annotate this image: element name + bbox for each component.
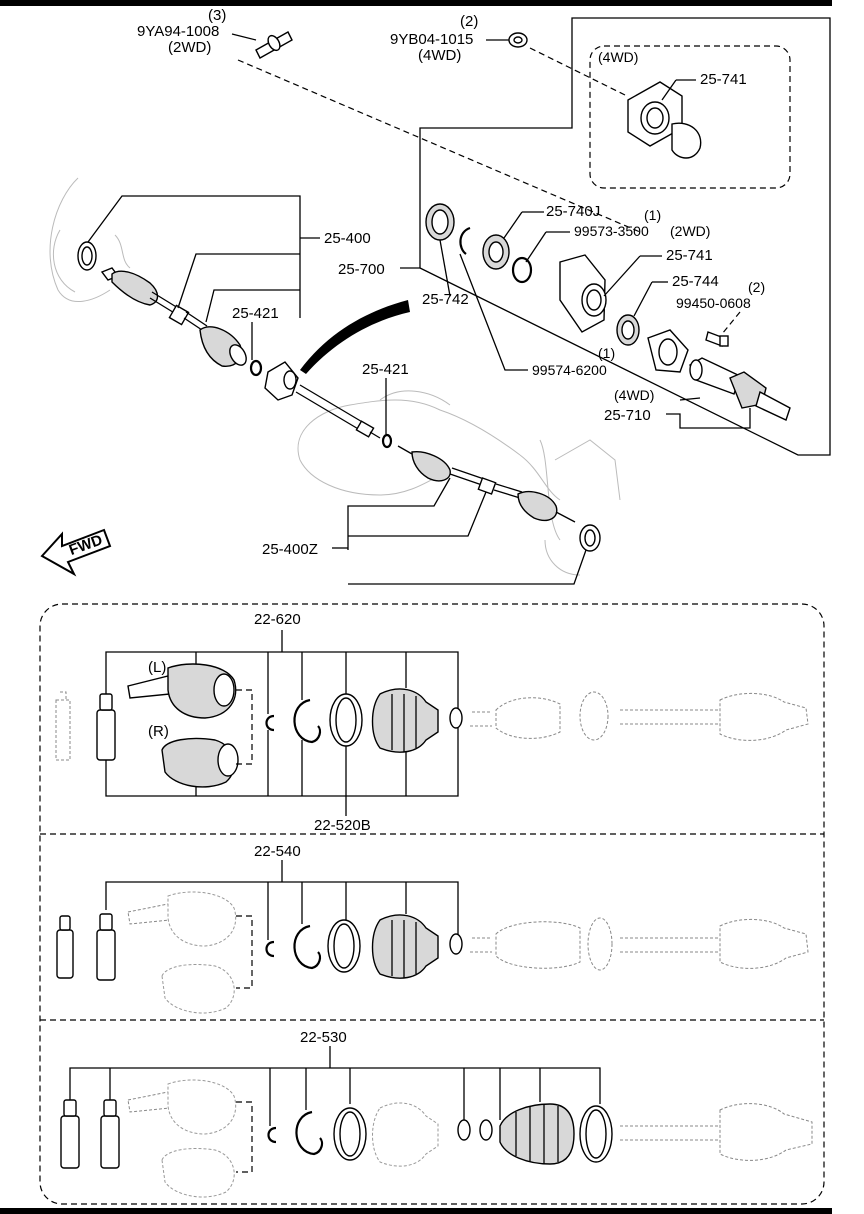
label-qty-1a: (1) bbox=[644, 207, 661, 223]
label-22-620: 22-620 bbox=[254, 611, 301, 628]
reference-dashed-line bbox=[237, 59, 641, 233]
label-side-l: (L) bbox=[148, 659, 166, 676]
top-leader-lines bbox=[87, 33, 751, 585]
label-25-421-a: 25-421 bbox=[232, 305, 279, 322]
bearing-25-740j bbox=[482, 234, 510, 270]
kit-panel-dashed bbox=[39, 603, 825, 1205]
fwd-arrow-icon: FWD bbox=[40, 528, 112, 577]
top-border bbox=[0, 0, 832, 6]
label-25-400z: 25-400Z bbox=[262, 541, 318, 558]
label-9yb04-1015: 9YB04-1015 bbox=[390, 31, 473, 48]
label-25-741: 25-741 bbox=[666, 247, 713, 264]
label-qty-2a: (2) bbox=[460, 13, 478, 30]
label-22-520b: 22-520B bbox=[314, 817, 371, 834]
bracket-25-741 bbox=[559, 254, 607, 333]
kit-22-540 bbox=[56, 860, 809, 1014]
label-2wd-b: (2WD) bbox=[670, 223, 710, 239]
label-22-530: 22-530 bbox=[300, 1029, 347, 1046]
direction-arrow bbox=[300, 300, 410, 374]
bolt-99450 bbox=[705, 331, 729, 347]
kit-22-620-labels: 22-620 (L) (R) 22-520B bbox=[148, 611, 371, 834]
kit-22-530 bbox=[60, 1046, 813, 1198]
label-25-421-b: 25-421 bbox=[362, 361, 409, 378]
inset-4wd-dashed bbox=[589, 45, 791, 189]
circlip-25-421-b bbox=[381, 433, 393, 449]
seal-25-742 bbox=[425, 203, 455, 241]
label-qty-1b: (1) bbox=[598, 345, 615, 361]
group-25-700-outline bbox=[419, 17, 831, 456]
seal-25-744 bbox=[616, 314, 640, 346]
snap-ring-99574 bbox=[459, 226, 471, 255]
label-25-710: 25-710 bbox=[604, 407, 651, 424]
label-4wd-box: (4WD) bbox=[598, 49, 638, 65]
circlip-25-421-a bbox=[249, 359, 263, 377]
label-99574-6200: 99574-6200 bbox=[532, 362, 607, 378]
snap-ring-99573 bbox=[511, 256, 533, 284]
bolt-9ya94 bbox=[255, 31, 293, 59]
bottom-border bbox=[0, 1208, 832, 1214]
joint-shaft-25-710 bbox=[689, 357, 791, 421]
label-99450-0608: 99450-0608 bbox=[676, 295, 751, 311]
label-2wd-a: (2WD) bbox=[168, 39, 211, 56]
label-4wd-c: (4WD) bbox=[614, 387, 654, 403]
label-99573-3500: 99573-3500 bbox=[574, 223, 649, 239]
label-side-r: (R) bbox=[148, 723, 169, 740]
label-25-744: 25-744 bbox=[672, 273, 719, 290]
top-labels: (3) 9YA94-1008 (2WD) (2) 9YB04-1015 (4WD… bbox=[137, 7, 765, 558]
label-25-741-top: 25-741 bbox=[700, 71, 747, 88]
label-qty-2b: (2) bbox=[748, 279, 765, 295]
label-22-540: 22-540 bbox=[254, 843, 301, 860]
label-qty-3: (3) bbox=[208, 7, 226, 24]
dust-cover bbox=[647, 329, 689, 373]
label-25-700: 25-700 bbox=[338, 261, 385, 278]
label-4wd-a: (4WD) bbox=[418, 47, 461, 64]
bearing-bracket-4wd bbox=[627, 81, 702, 159]
label-9ya94-1008: 9YA94-1008 bbox=[137, 23, 219, 40]
label-25-400: 25-400 bbox=[324, 230, 371, 247]
intermediate-shaft bbox=[264, 361, 381, 439]
label-25-742: 25-742 bbox=[422, 291, 469, 308]
nut-9yb04 bbox=[508, 32, 528, 48]
kit-22-620 bbox=[55, 630, 809, 816]
label-25-740j: 25-740J bbox=[546, 203, 600, 220]
left-drive-shaft bbox=[100, 267, 247, 367]
right-drive-shaft bbox=[397, 445, 576, 523]
